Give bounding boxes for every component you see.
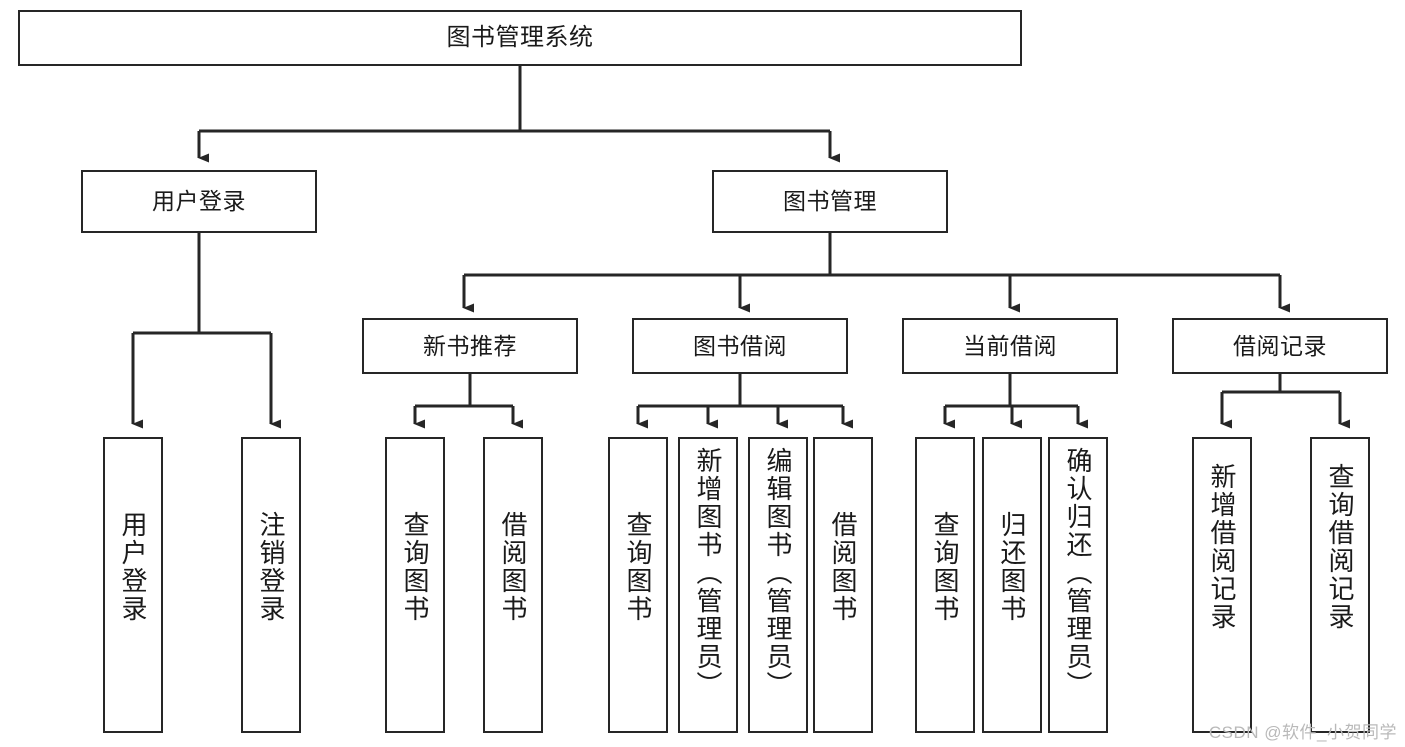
csdn-watermark: CSDN @软件_小贺同学 [1208,723,1397,742]
node-leaf-query-book-current[interactable]: 查询图书 [915,437,975,733]
node-leaf-user-login[interactable]: 用户登录 [103,437,163,733]
node-label: 归还图书 [997,511,1027,623]
node-label: 借阅记录 [1233,332,1327,359]
node-label: 图书管理 [783,188,877,215]
node-label: 查询图书 [623,511,653,623]
node-root-system[interactable]: 图书管理系统 [18,10,1022,66]
node-leaf-confirm-return[interactable]: 确认归还（管理员） [1048,437,1108,733]
node-label: 注销登录 [256,511,286,623]
node-label: 当前借阅 [963,332,1057,359]
node-label: 图书借阅 [693,332,787,359]
node-label: 查询图书 [930,511,960,623]
node-leaf-query-borrow-record[interactable]: 查询借阅记录 [1310,437,1370,733]
node-leaf-return-book[interactable]: 归还图书 [982,437,1042,733]
node-leaf-borrow-book[interactable]: 借阅图书 [813,437,873,733]
node-leaf-borrow-book-recommend[interactable]: 借阅图书 [483,437,543,733]
node-label: 确认归还（管理员） [1063,447,1093,699]
node-leaf-add-borrow-record[interactable]: 新增借阅记录 [1192,437,1252,733]
node-leaf-query-book-borrow[interactable]: 查询图书 [608,437,668,733]
node-borrow-record[interactable]: 借阅记录 [1172,318,1388,374]
node-label: 查询借阅记录 [1325,463,1355,631]
node-label: 新增借阅记录 [1207,463,1237,631]
node-book-management[interactable]: 图书管理 [712,170,948,233]
node-leaf-edit-book[interactable]: 编辑图书（管理员） [748,437,808,733]
node-label: 新书推荐 [423,332,517,359]
node-label: 借阅图书 [828,511,858,623]
node-user-login[interactable]: 用户登录 [81,170,317,233]
node-label: 用户登录 [152,188,246,215]
node-label: 编辑图书（管理员） [763,447,793,699]
node-leaf-query-book-recommend[interactable]: 查询图书 [385,437,445,733]
node-new-book-recommend[interactable]: 新书推荐 [362,318,578,374]
node-label: 查询图书 [400,511,430,623]
node-leaf-logout[interactable]: 注销登录 [241,437,301,733]
node-book-borrow[interactable]: 图书借阅 [632,318,848,374]
node-leaf-add-book[interactable]: 新增图书（管理员） [678,437,738,733]
node-label: 新增图书（管理员） [693,447,723,699]
node-label: 借阅图书 [498,511,528,623]
node-current-borrow[interactable]: 当前借阅 [902,318,1118,374]
node-label: 图书管理系统 [446,24,594,52]
node-label: 用户登录 [118,511,148,623]
